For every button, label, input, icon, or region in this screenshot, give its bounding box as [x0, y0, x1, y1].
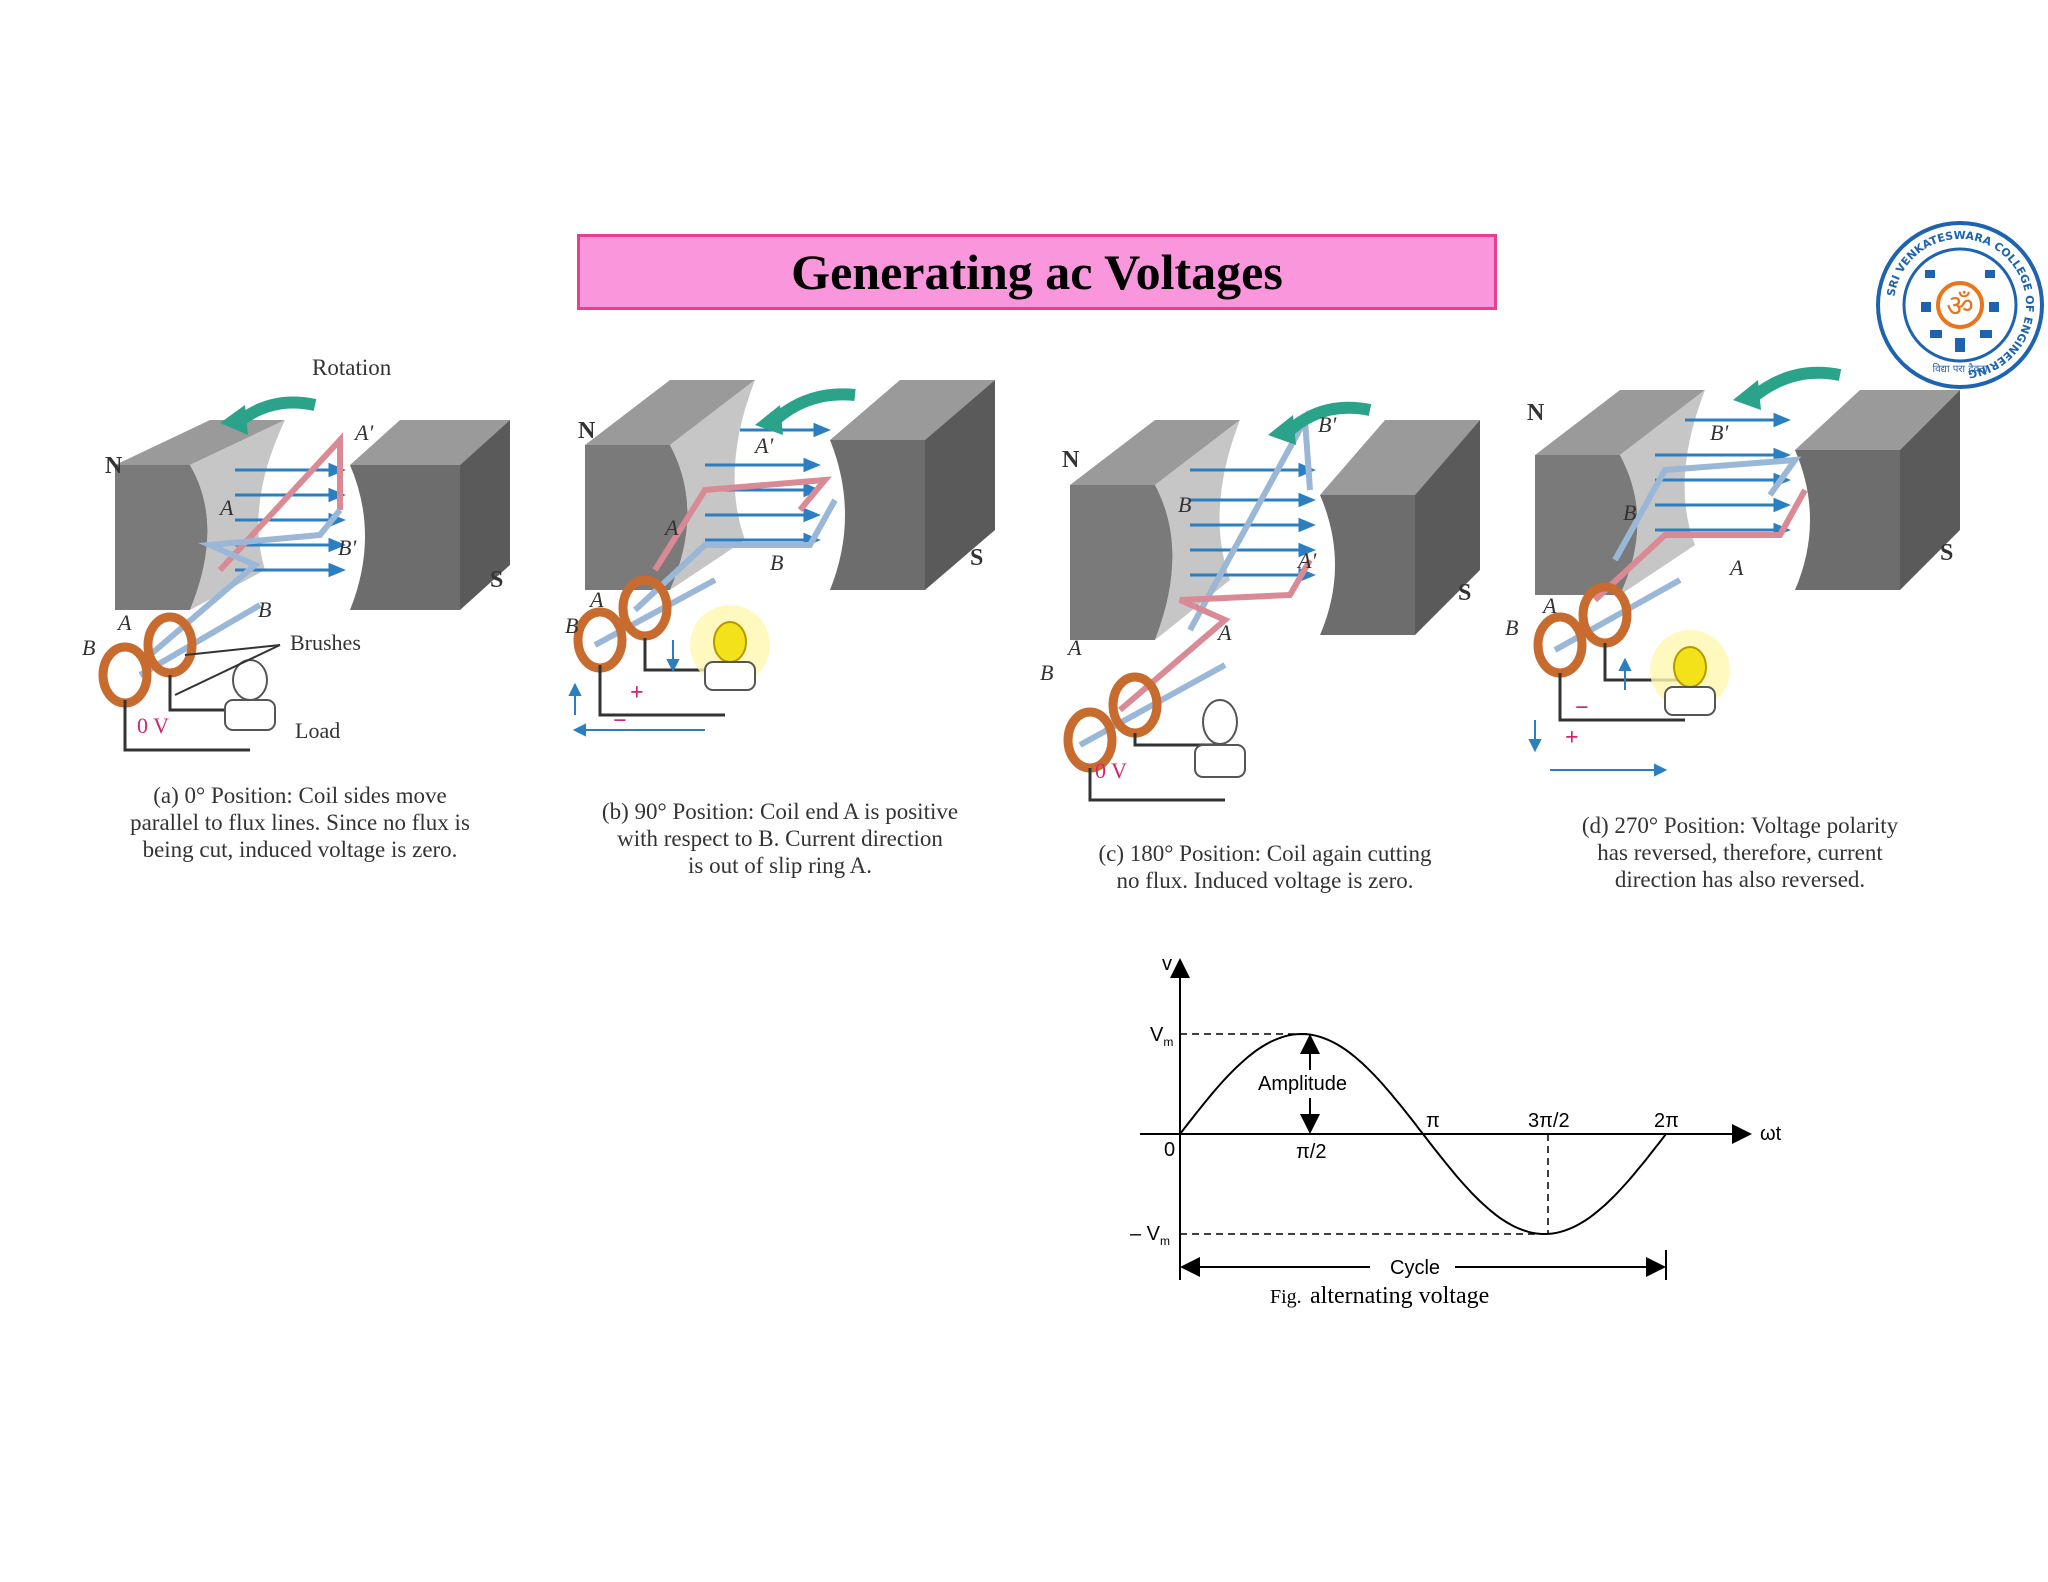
tick-pi: π	[1426, 1110, 1440, 1132]
slide-title: Generating ac Voltages	[791, 244, 1283, 300]
north-pole-block	[1070, 420, 1240, 640]
coil-label-b-prime: B'	[1318, 412, 1336, 437]
north-pole-block	[115, 420, 285, 610]
caption-line: is out of slip ring A.	[687, 853, 872, 878]
caption-line: (c) 180° Position: Coil again cutting	[1098, 841, 1432, 866]
coil-label-b: B	[1178, 492, 1191, 517]
panel-c-caption: (c) 180° Position: Coil again cutting no…	[1040, 840, 1490, 894]
coil-label-a: A	[1216, 620, 1232, 645]
alternating-voltage-waveform: v ωt Vm – Vm 0 Amplitude π/2 π 3π/2 2π C…	[1130, 953, 1782, 1309]
load-wire	[123, 700, 250, 752]
south-label: S	[1940, 540, 1953, 566]
ring-label-b: B	[1040, 660, 1053, 685]
south-pole-block	[1795, 390, 1960, 590]
panel-b-caption: (b) 90° Position: Coil end A is positive…	[555, 798, 1005, 879]
slide-title-box: Generating ac Voltages	[577, 234, 1497, 310]
south-pole-block	[350, 420, 510, 610]
panel-d-caption: (d) 270° Position: Voltage polarity has …	[1505, 812, 1975, 893]
caption-line: with respect to B. Current direction	[617, 826, 943, 851]
figure-prefix: Fig.	[1270, 1286, 1302, 1308]
current-arrows	[568, 640, 705, 737]
amplitude-label: Amplitude	[1258, 1073, 1347, 1095]
coil-label-b: B	[258, 597, 271, 622]
north-label: N	[578, 418, 596, 444]
rotation-arrow-icon	[765, 388, 856, 430]
south-label: S	[490, 567, 503, 593]
ring-label-a: A	[1066, 635, 1082, 660]
current-arrows	[1528, 657, 1668, 777]
caption-line: (d) 270° Position: Voltage polarity	[1581, 813, 1899, 838]
caption-line: (b) 90° Position: Coil end A is positive	[601, 799, 959, 824]
y-axis-label: v	[1162, 953, 1172, 975]
south-label: S	[1458, 580, 1471, 606]
rotation-arrow-icon	[1746, 366, 1842, 405]
minus-label: −	[1575, 695, 1589, 721]
rotation-label: Rotation	[312, 355, 392, 380]
ring-label-a: A	[116, 610, 132, 635]
tick-2pi: 2π	[1654, 1110, 1679, 1132]
caption-line: being cut, induced voltage is zero.	[142, 837, 458, 862]
x-axis-label: ωt	[1760, 1123, 1782, 1145]
tick-pi-over-2: π/2	[1296, 1141, 1326, 1163]
panel-c-diagram: N S B' B A' A A B 0 V	[1040, 401, 1480, 802]
minus-label: −	[613, 708, 627, 734]
coil-label-a: A	[218, 495, 234, 520]
armature-coil	[1553, 456, 1808, 653]
sine-curve	[1179, 1032, 1667, 1236]
voltage-label: 0 V	[137, 713, 169, 738]
ring-label-a: A	[588, 587, 604, 612]
load-lamp-icon	[224, 659, 276, 731]
caption-line: no flux. Induced voltage is zero.	[1116, 868, 1414, 893]
load-lamp-icon	[1194, 699, 1246, 778]
coil-label-a-prime: A'	[1296, 548, 1316, 573]
plus-label: +	[1565, 725, 1579, 751]
panel-a-caption: (a) 0° Position: Coil sides move paralle…	[80, 782, 520, 863]
voltage-label: 0 V	[1095, 758, 1127, 783]
ring-label-b: B	[82, 635, 95, 660]
coil-label-b: B	[770, 550, 783, 575]
cycle-label: Cycle	[1390, 1257, 1440, 1279]
coil-label-a: A	[1728, 555, 1744, 580]
panel-d-diagram: N S B' B A A B − +	[1505, 366, 1960, 777]
coil-label-a-prime: A'	[353, 420, 373, 445]
seal-motto: विद्या परा दैवता	[1933, 363, 1988, 375]
caption-line: parallel to flux lines. Since no flux is	[130, 810, 470, 835]
ring-label-a: A	[1541, 593, 1557, 618]
figure-caption: alternating voltage	[1310, 1283, 1489, 1309]
caption-line: (a) 0° Position: Coil sides move	[153, 783, 447, 808]
caption-line: direction has also reversed.	[1614, 867, 1866, 892]
origin-label: 0	[1164, 1139, 1175, 1161]
plus-label: +	[630, 680, 644, 706]
load-label: Load	[295, 718, 340, 743]
south-label: S	[970, 545, 983, 571]
tick-3pi-over-2: 3π/2	[1528, 1110, 1570, 1132]
college-seal-icon: SRI VENKATESWARA COLLEGE OF ENGINEERING …	[1876, 221, 2044, 389]
north-pole-block	[1535, 390, 1705, 595]
glowing-lamp-icon	[690, 605, 770, 691]
coil-label-b: B	[1623, 500, 1636, 525]
glowing-lamp-icon	[1650, 630, 1730, 716]
coil-label-b-prime: B'	[338, 535, 356, 560]
south-pole-block	[830, 380, 995, 590]
coil-label-a-prime: A'	[753, 433, 773, 458]
ring-label-b: B	[1505, 615, 1518, 640]
om-symbol: ॐ	[1946, 289, 1973, 324]
coil-label-a: A	[663, 515, 679, 540]
north-label: N	[1527, 400, 1545, 426]
armature-coil	[138, 432, 343, 678]
caption-line: has reversed, therefore, current	[1597, 840, 1883, 865]
panel-b-diagram: N S A' A B A B + −	[565, 380, 995, 737]
south-pole-block	[1320, 420, 1480, 635]
coil-label-b-prime: B'	[1710, 420, 1728, 445]
ring-label-b: B	[565, 613, 578, 638]
brushes-label: Brushes	[290, 630, 361, 655]
north-label: N	[1062, 447, 1080, 473]
vm-label: Vm	[1150, 1024, 1173, 1049]
panel-a-diagram: Rotation N S A' A B' B A B Brushes Load …	[82, 355, 510, 752]
neg-vm-label: – Vm	[1130, 1223, 1170, 1248]
armature-coil	[593, 476, 838, 648]
north-label: N	[105, 453, 123, 479]
